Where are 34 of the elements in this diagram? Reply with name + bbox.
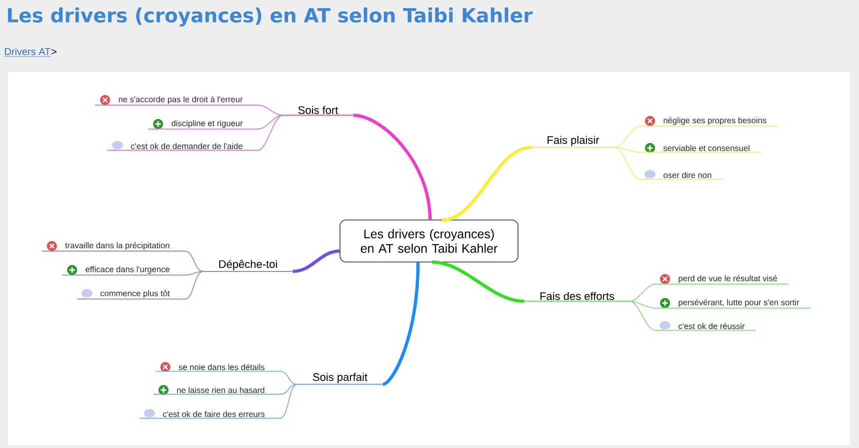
topic-label: Fais plaisir	[548, 136, 600, 146]
leaf-label: serviable et consensuel	[663, 144, 750, 152]
leaf-label: persévérant, lutte pour s'en sortir	[678, 299, 800, 307]
breadcrumb-link: Drivers AT	[4, 48, 51, 57]
topic-label: Fais des efforts	[540, 292, 614, 300]
connector-line	[107, 114, 354, 151]
connector-line	[76, 270, 294, 300]
branch-ribbon	[432, 260, 524, 303]
leaf-label: ne laisse rien au hasard	[177, 386, 264, 394]
leaf-label: c'est ok de réussir	[678, 322, 745, 330]
topic-label: Sois parfait	[313, 372, 368, 384]
leaf-label: commence plus tôt	[100, 290, 170, 298]
connector-line	[531, 146, 724, 180]
branch-ribbon	[382, 262, 420, 386]
branch-ribbon	[292, 249, 340, 273]
leaf-label: efficace dans l'urgence	[86, 266, 170, 274]
leaf-label: travaille dans la précipitation	[65, 242, 170, 250]
leaf-label: perd de vue le résultat visé	[678, 275, 778, 283]
page-title: Les drivers (croyances) en AT selon Taibi Kahler	[8, 8, 533, 26]
topic-label: Dépêche-toi	[219, 260, 277, 270]
leaf-label: néglige ses propres besoins	[664, 117, 766, 125]
leaf-label: se noie dans les détails	[178, 364, 264, 370]
leaf-label: c'est ok de demander de l'aide	[131, 142, 242, 150]
leaf-label: discipline et rigueur	[172, 120, 243, 128]
leaf-label: oser dire non	[664, 172, 712, 178]
central-topic-box: Les drivers (croyances) en AT selon Taibi Kahler	[340, 220, 518, 262]
leaf-label: ne s'accorde pas le droit à l'erreur	[118, 96, 243, 104]
topic-label: Sois fort	[298, 106, 338, 114]
branch-ribbon	[353, 114, 432, 220]
branch-ribbon	[442, 146, 532, 222]
connector-line	[139, 384, 384, 419]
breadcrumb-separator: >	[52, 49, 56, 54]
connector-line	[524, 300, 756, 331]
leaf-label: c'est ok de faire des erreurs	[163, 410, 264, 418]
